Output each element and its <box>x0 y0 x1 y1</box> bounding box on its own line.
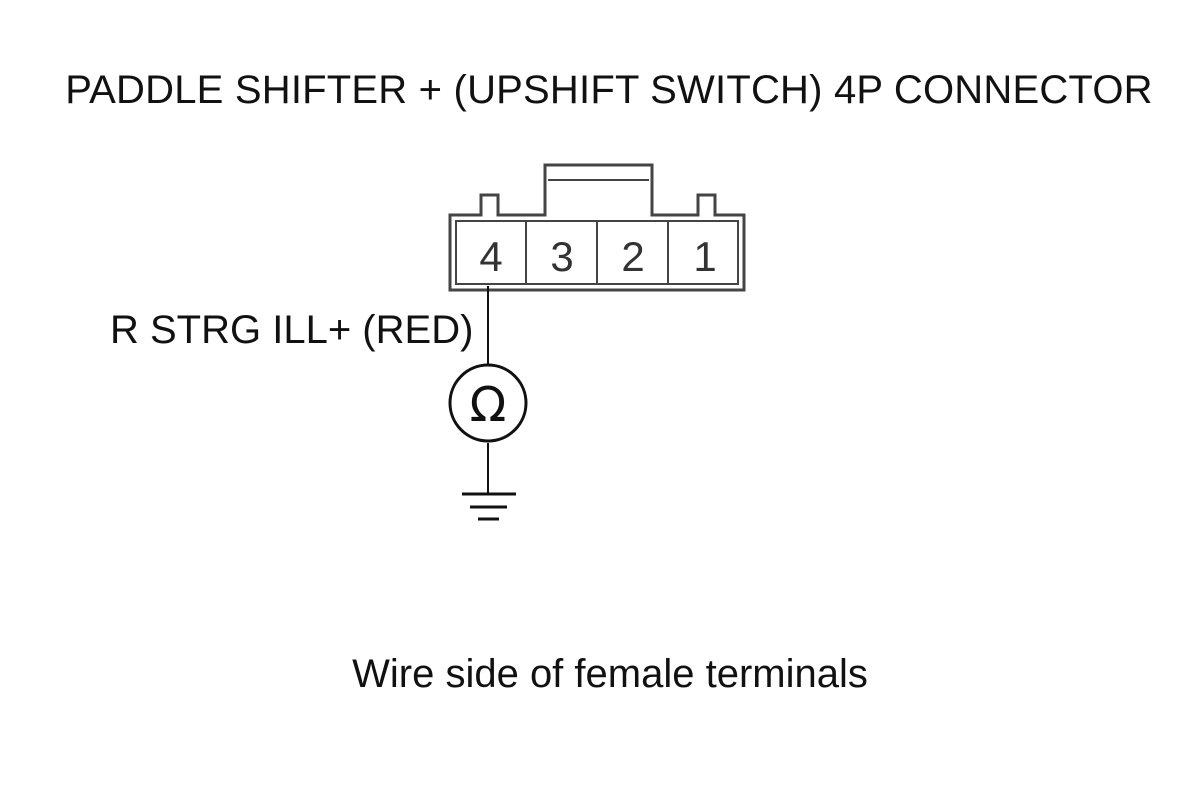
pin-3-label: 3 <box>550 233 573 280</box>
ohmmeter-icon: Ω <box>448 363 528 443</box>
pin-1-label: 1 <box>693 233 716 280</box>
wire-label: R STRG ILL+ (RED) <box>110 308 474 352</box>
pin-2-label: 2 <box>621 233 644 280</box>
pin-4-label: 4 <box>479 233 502 280</box>
ohm-symbol: Ω <box>470 377 507 433</box>
connector-4p <box>448 163 746 292</box>
diagram-caption: Wire side of female terminals <box>352 652 868 696</box>
diagram-title: PADDLE SHIFTER + (UPSHIFT SWITCH) 4P CON… <box>65 68 1153 112</box>
ground-icon <box>462 492 516 521</box>
